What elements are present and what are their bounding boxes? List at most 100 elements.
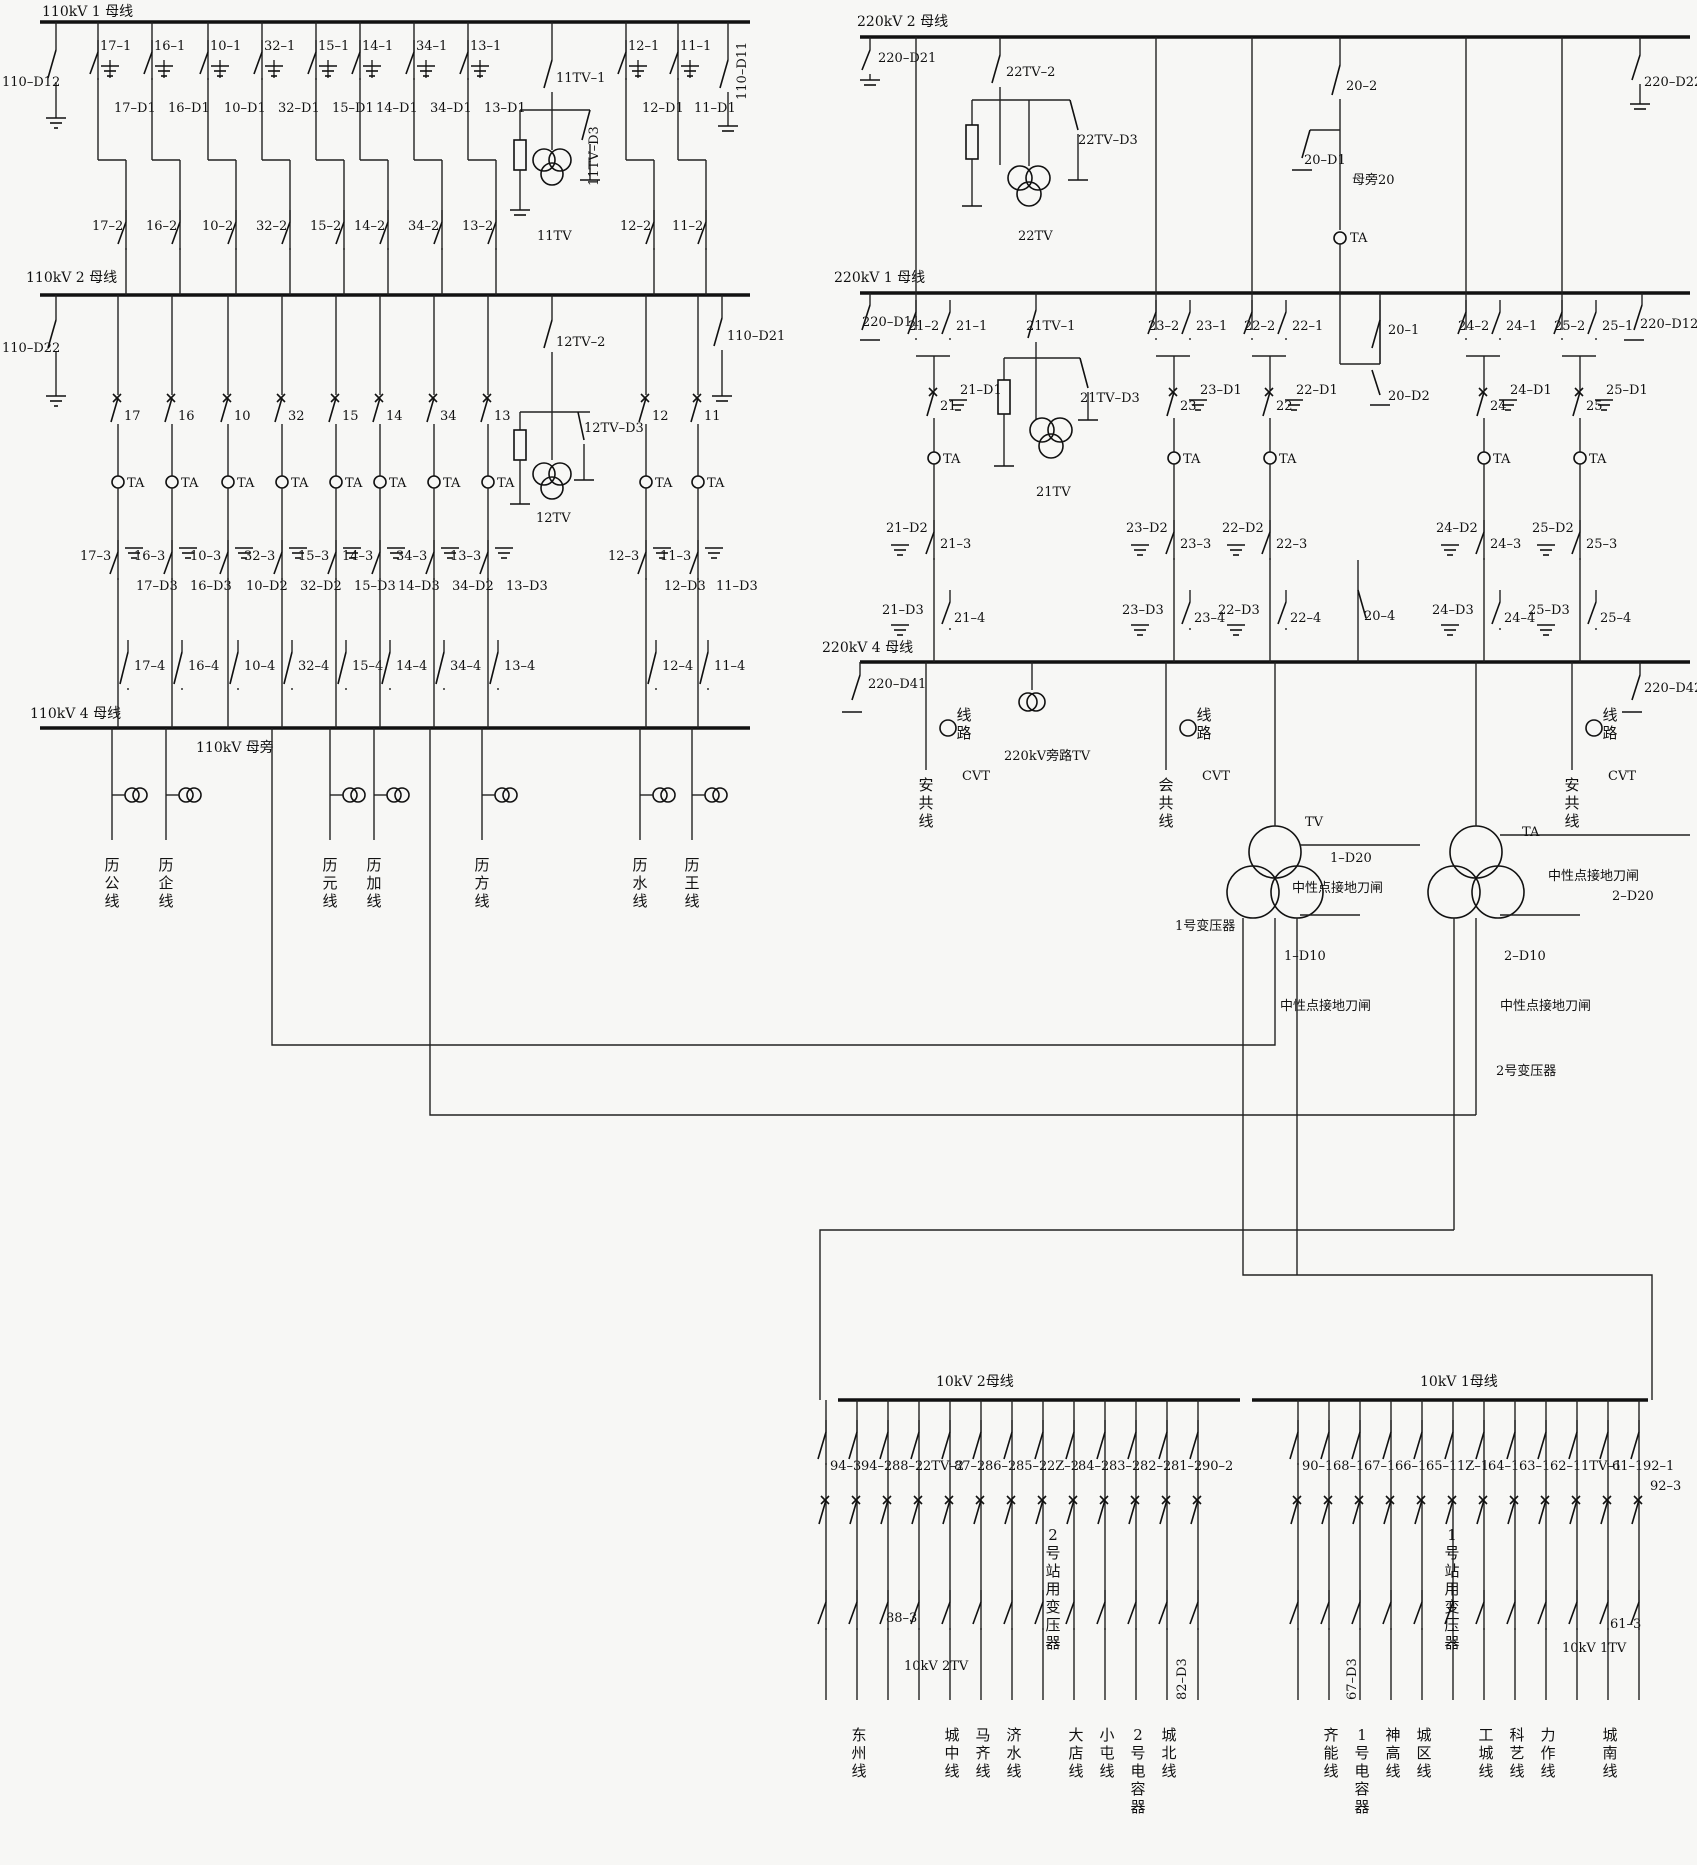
disconnector-21-4[interactable] xyxy=(941,590,951,630)
disconnector-82-line[interactable] xyxy=(1127,1590,1137,1630)
disconnector-24-4[interactable] xyxy=(1491,590,1501,630)
breaker-10kv-tv1[interactable] xyxy=(1569,1495,1581,1525)
disconnector-13-1[interactable] xyxy=(459,40,469,80)
disconnector-32-2[interactable] xyxy=(281,210,291,250)
breaker-10kv-85[interactable] xyxy=(1004,1495,1016,1525)
breaker-25[interactable] xyxy=(1572,387,1584,417)
disconnector-23-3[interactable] xyxy=(1165,520,1175,560)
breaker-24[interactable] xyxy=(1476,387,1488,417)
disconnector-25-1[interactable] xyxy=(1587,300,1597,340)
earth-switch-220-d12[interactable] xyxy=(1624,293,1644,341)
disconnector-22-4[interactable] xyxy=(1277,590,1287,630)
disconnector-11-1[interactable] xyxy=(669,40,679,80)
disconnector-14-3[interactable] xyxy=(371,540,381,580)
disconnector-17-3[interactable] xyxy=(109,540,119,580)
disconnector-23-4[interactable] xyxy=(1181,590,1191,630)
disconnector-17-1[interactable] xyxy=(89,40,99,80)
disconnector-81-bus[interactable] xyxy=(1158,1420,1168,1465)
disconnector-83-line[interactable] xyxy=(1096,1590,1106,1630)
disconnector-25-3[interactable] xyxy=(1571,520,1581,560)
disconnector-12-4[interactable] xyxy=(647,640,657,690)
disconnector-11-2[interactable] xyxy=(697,210,707,250)
disconnector-86-line[interactable] xyxy=(972,1590,982,1630)
disconnector-32-4[interactable] xyxy=(283,640,293,690)
breaker-17[interactable] xyxy=(110,393,122,423)
disconnector-22-1[interactable] xyxy=(1277,300,1287,340)
disconnector-14-2[interactable] xyxy=(379,210,389,250)
earth-switch-110-d11[interactable] xyxy=(718,22,738,132)
disconnector-65-line[interactable] xyxy=(1413,1590,1423,1630)
disconnector-34-3[interactable] xyxy=(425,540,435,580)
breaker-10kv-82[interactable] xyxy=(1128,1495,1140,1525)
disconnector-13-2[interactable] xyxy=(487,210,497,250)
disconnector-94b-bus[interactable] xyxy=(848,1420,858,1465)
disconnector-21-3[interactable] xyxy=(925,520,935,560)
disconnector-94-line[interactable] xyxy=(817,1590,827,1630)
disconnector-21-1[interactable] xyxy=(941,300,951,340)
breaker-10kv-84[interactable] xyxy=(1066,1495,1078,1525)
breaker-10kv-61[interactable] xyxy=(1600,1495,1612,1525)
disconnector-66-bus[interactable] xyxy=(1382,1420,1392,1465)
breaker-11[interactable] xyxy=(690,393,702,423)
breaker-21[interactable] xyxy=(926,387,938,417)
breaker-10kv-92[interactable] xyxy=(1631,1495,1643,1525)
breaker-10kv-88[interactable] xyxy=(880,1495,892,1525)
disconnector-92-line[interactable] xyxy=(1630,1590,1640,1630)
disconnector-85-bus[interactable] xyxy=(1003,1420,1013,1465)
breaker-10kv-1z[interactable] xyxy=(1445,1495,1457,1525)
disconnector-22-3[interactable] xyxy=(1261,520,1271,560)
breaker-10kv-2z[interactable] xyxy=(1035,1495,1047,1525)
breaker-10kv-68[interactable] xyxy=(1321,1495,1333,1525)
breaker-10kv-67[interactable] xyxy=(1352,1495,1364,1525)
breaker-10kv-83[interactable] xyxy=(1097,1495,1109,1525)
disconnector-15-4[interactable] xyxy=(337,640,347,690)
earth-switch-110-d12[interactable] xyxy=(46,22,66,129)
disconnector-61-line[interactable] xyxy=(1599,1590,1609,1630)
disconnector-67-line[interactable] xyxy=(1351,1590,1361,1630)
disconnector-32-1[interactable] xyxy=(253,40,263,80)
disconnector-23-1[interactable] xyxy=(1181,300,1191,340)
disconnector-87-bus[interactable] xyxy=(941,1420,951,1465)
disconnector-83-bus[interactable] xyxy=(1096,1420,1106,1465)
breaker-32[interactable] xyxy=(274,393,286,423)
disconnector-62-bus[interactable] xyxy=(1537,1420,1547,1465)
disconnector-63-line[interactable] xyxy=(1506,1590,1516,1630)
disconnector-tv2-line[interactable] xyxy=(910,1590,920,1630)
disconnector-61-bus[interactable] xyxy=(1599,1420,1609,1465)
breaker-10[interactable] xyxy=(220,393,232,423)
disconnector-94b-line[interactable] xyxy=(848,1590,858,1630)
earth-switch-220-d42[interactable] xyxy=(1622,662,1642,713)
breaker-15[interactable] xyxy=(328,393,340,423)
earth-switch-110-d21[interactable] xyxy=(712,295,732,402)
disconnector-90-line[interactable] xyxy=(1289,1590,1299,1630)
disconnector-16-1[interactable] xyxy=(143,40,153,80)
breaker-10kv-66[interactable] xyxy=(1383,1495,1395,1525)
disconnector-2z-line[interactable] xyxy=(1034,1590,1044,1630)
disconnector-90-line[interactable] xyxy=(1189,1590,1199,1630)
breaker-23[interactable] xyxy=(1166,387,1178,417)
disconnector-17-4[interactable] xyxy=(119,640,129,690)
disconnector-15-2[interactable] xyxy=(335,210,345,250)
breaker-10kv-81[interactable] xyxy=(1159,1495,1171,1525)
disconnector-25-4[interactable] xyxy=(1587,590,1597,630)
breaker-12[interactable] xyxy=(638,393,650,423)
breaker-10kv-63[interactable] xyxy=(1507,1495,1519,1525)
breaker-10kv-65[interactable] xyxy=(1414,1495,1426,1525)
disconnector-10-3[interactable] xyxy=(219,540,229,580)
earth-switch-110-d22[interactable] xyxy=(46,295,66,407)
disconnector-82-bus[interactable] xyxy=(1127,1420,1137,1465)
disconnector-tv1-bus[interactable] xyxy=(1568,1420,1578,1465)
disconnector-66-line[interactable] xyxy=(1382,1590,1392,1630)
disconnector-12-3[interactable] xyxy=(637,540,647,580)
breaker-14[interactable] xyxy=(372,393,384,423)
earth-switch-220-d21[interactable] xyxy=(860,37,880,86)
breaker-10kv-90[interactable] xyxy=(1190,1495,1202,1525)
disconnector-16-3[interactable] xyxy=(163,540,173,580)
earth-switch-220-d22[interactable] xyxy=(1630,37,1650,110)
disconnector-24-3[interactable] xyxy=(1475,520,1485,560)
disconnector-86-bus[interactable] xyxy=(972,1420,982,1465)
disconnector-13-3[interactable] xyxy=(479,540,489,580)
disconnector-11-3[interactable] xyxy=(689,540,699,580)
breaker-16[interactable] xyxy=(164,393,176,423)
disconnector-34-1[interactable] xyxy=(405,40,415,80)
